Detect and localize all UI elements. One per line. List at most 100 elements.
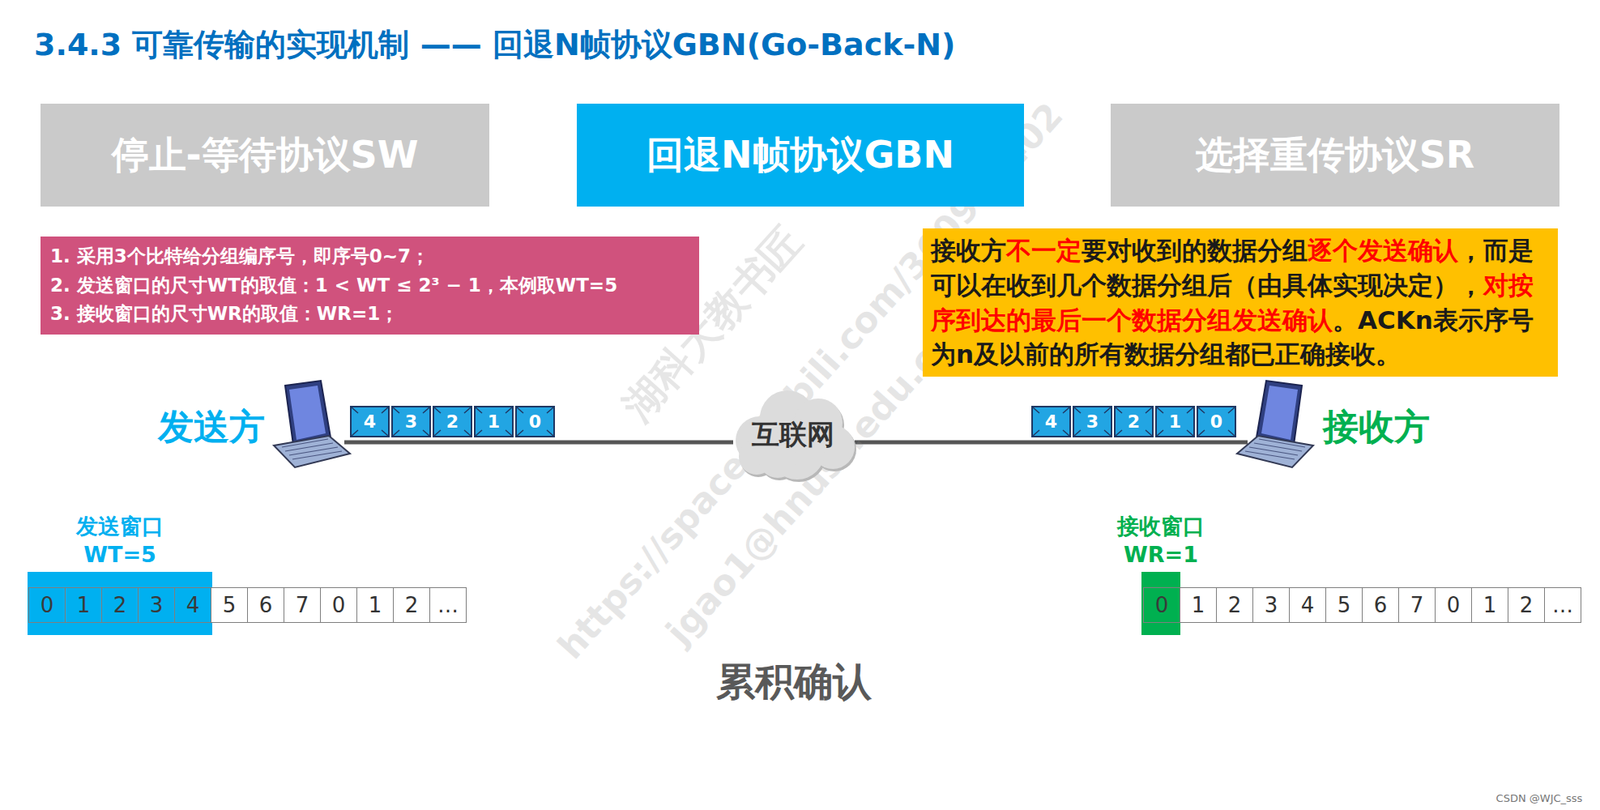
sequence-cell: 0 (1434, 587, 1472, 623)
cell-number: 0 (1155, 593, 1170, 618)
cell-number: 6 (1373, 593, 1388, 618)
sequence-number: 2 (446, 411, 459, 432)
sequence-number: 4 (363, 411, 376, 432)
sequence-number: 0 (1210, 411, 1223, 432)
packet-envelope: 2 (432, 405, 473, 438)
sequence-cell: 4 (174, 587, 212, 623)
role-label: 接收方 (1322, 403, 1430, 452)
note-line: 3. 接收窗口的尺寸WR的取值：WR=1； (50, 299, 399, 329)
cell-number: 5 (222, 593, 237, 618)
sequence-number: 3 (1086, 411, 1099, 432)
sequence-cell: 5 (210, 587, 248, 623)
sequence-cell: 1 (356, 587, 394, 623)
sequence-cell: 1 (1471, 587, 1509, 623)
sequence-number: 0 (529, 411, 542, 432)
sequence-cell: 5 (1325, 587, 1363, 623)
cell-number: 1 (1191, 593, 1206, 618)
callout-text: 要对收到的数据分组 (1081, 235, 1308, 265)
cell-number: … (1552, 593, 1574, 618)
page-title: 3.4.3 可靠传输的实现机制 —— 回退N帧协议GBN(Go-Back-N) (34, 24, 956, 66)
sequence-cell: 0 (320, 587, 358, 623)
callout-text: 接收方 (930, 235, 1007, 265)
role-label: 发送方 (157, 403, 265, 452)
packet-envelope: 3 (391, 405, 431, 438)
window-label: 发送窗口 (76, 512, 164, 541)
link-line (854, 440, 1248, 445)
cell-number: 4 (186, 593, 201, 618)
packet-envelope: 4 (1031, 405, 1071, 438)
sequence-cell: 3 (137, 587, 175, 623)
window-label: 接收窗口 (1117, 512, 1205, 541)
sequence-cell: … (1544, 587, 1582, 623)
cell-number: 6 (259, 593, 274, 618)
window-heading: 接收窗口WR=1 (1117, 512, 1205, 569)
send-window: 发送窗口WT=501234 (27, 571, 213, 636)
sequence-cell: 7 (1398, 587, 1436, 623)
laptop-icon (273, 380, 350, 468)
tab-text: 停止-等待协议SW (111, 130, 419, 181)
source-note: CSDN @WJC_sss (1496, 792, 1583, 805)
sequence-cell: 1 (1179, 587, 1217, 623)
cell-number: 2 (405, 593, 419, 618)
internet-cloud: 互联网 (729, 382, 858, 480)
cell-number: 3 (149, 593, 164, 618)
cell-number: 7 (295, 593, 310, 618)
cell-number: 3 (1264, 593, 1279, 618)
cell-number: 0 (1446, 593, 1461, 618)
cell-number: 1 (76, 593, 91, 618)
sequence-cell: 0 (28, 587, 66, 623)
callout-text: 不一定 (1006, 235, 1082, 265)
packet-envelope: 3 (1072, 405, 1113, 438)
sequence-cell: 7 (283, 587, 321, 623)
window-label: WR=1 (1117, 540, 1205, 569)
packet-envelope: 0 (1196, 405, 1237, 438)
sequence-number: 1 (487, 411, 500, 432)
sequence-cell: 2 (1216, 587, 1254, 623)
packet-envelope: 4 (349, 405, 390, 438)
cell-number: 0 (40, 593, 55, 618)
laptop-icon (1237, 380, 1314, 468)
window-heading: 发送窗口WT=5 (76, 512, 164, 569)
cell-number: 7 (1410, 593, 1425, 618)
cell-number: 0 (332, 593, 346, 618)
cell-number: 2 (1519, 593, 1534, 618)
caption-label: 累积确认 (716, 656, 872, 709)
cell-number: 4 (1301, 593, 1315, 618)
sequence-cell: 2 (392, 587, 431, 623)
sequence-cell: 6 (1361, 587, 1400, 623)
sequence-cell: 1 (64, 587, 103, 623)
sequence-number: 3 (405, 411, 418, 432)
window-label: WT=5 (76, 540, 164, 569)
protocol-tab: 选择重传协议SR (1110, 103, 1560, 207)
note-line: 1. 采用3个比特给分组编序号，即序号0~7； (50, 242, 430, 272)
cloud-label: 互联网 (751, 416, 835, 454)
sequence-cell: 0 (1143, 587, 1181, 623)
sequence-cell: 2 (101, 587, 139, 623)
sequence-cell: 6 (247, 587, 285, 623)
packet-envelope: 0 (515, 405, 555, 438)
callout-box: 接收方不一定要对收到的数据分组逐个发送确认，而是可以在收到几个数据分组后（由具体… (922, 228, 1558, 377)
packet-envelope: 1 (1155, 405, 1195, 438)
packet-envelope: 2 (1113, 405, 1154, 438)
sequence-number: 2 (1127, 411, 1140, 432)
cell-number: 1 (368, 593, 383, 618)
packet-envelope: 1 (473, 405, 514, 438)
sequence-cell: … (429, 587, 467, 623)
cell-number: 2 (113, 593, 128, 618)
cell-number: 5 (1337, 593, 1352, 618)
tab-text: 回退N帧协议GBN (646, 130, 955, 181)
note-line: 2. 发送窗口的尺寸WT的取值：1 < WT ≤ 2³ − 1，本例取WT=5 (50, 271, 618, 301)
cell-number: … (437, 593, 459, 618)
sequence-cell: 2 (1507, 587, 1545, 623)
protocol-tab-active: 回退N帧协议GBN (576, 103, 1024, 207)
cell-number: 2 (1228, 593, 1242, 618)
note-box: 1. 采用3个比特给分组编序号，即序号0~7；2. 发送窗口的尺寸WT的取值：1… (40, 236, 700, 335)
tab-text: 选择重传协议SR (1195, 130, 1476, 181)
sequence-cell: 4 (1288, 587, 1327, 623)
protocol-tab: 停止-等待协议SW (40, 103, 490, 207)
callout-text: 逐个发送确认 (1307, 235, 1459, 265)
sequence-cell: 3 (1252, 587, 1290, 623)
sequence-number: 4 (1045, 411, 1058, 432)
sequence-number: 1 (1169, 411, 1182, 432)
link-line (344, 440, 734, 445)
